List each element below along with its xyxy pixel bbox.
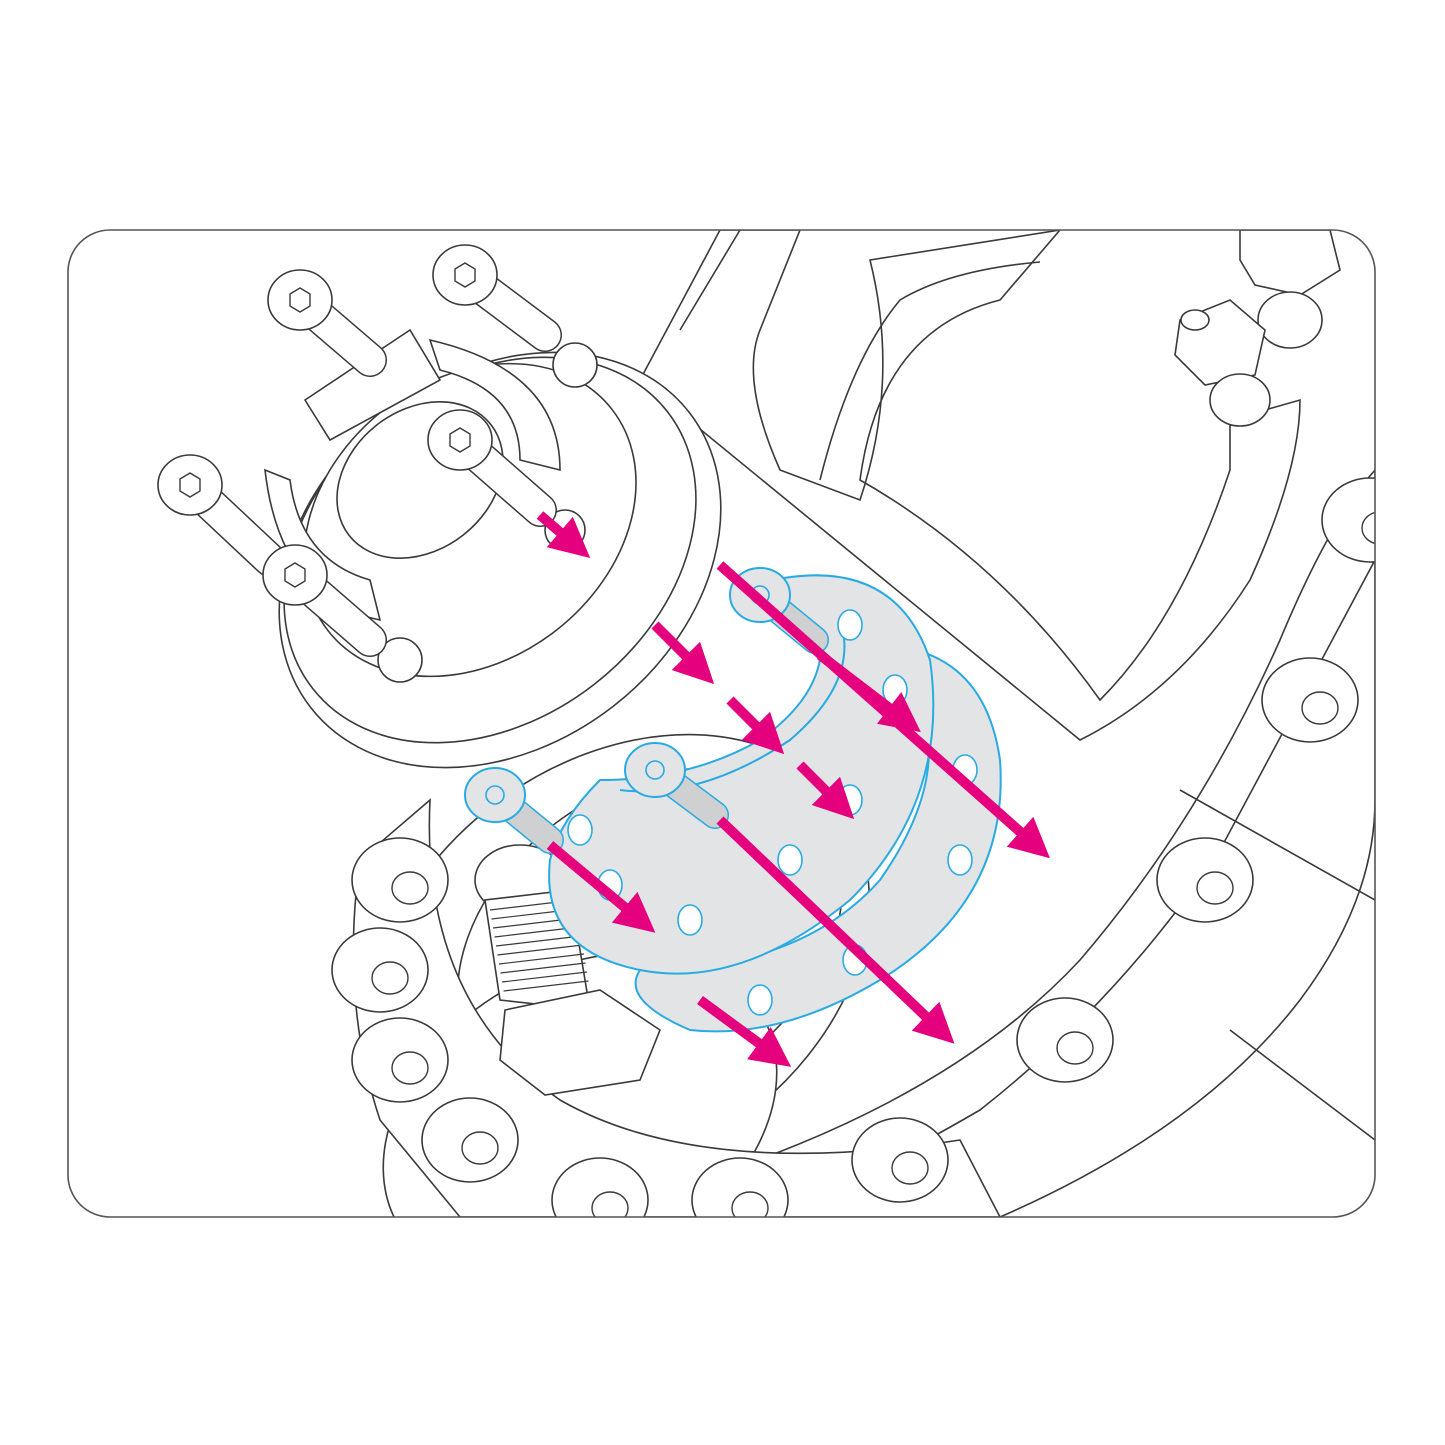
arrow-icon — [536, 511, 591, 559]
rim-hole — [1261, 657, 1359, 743]
ring-hole — [777, 844, 803, 876]
thread-line — [500, 962, 586, 974]
spacer-ring-rear — [634, 643, 1002, 1033]
thread-line — [495, 935, 582, 947]
rim-hole — [351, 837, 449, 923]
rim-hole-inner — [731, 1191, 769, 1217]
assembly-arrows — [536, 511, 1050, 1067]
bolt-icon — [157, 454, 287, 577]
socket-head-bolts — [157, 244, 562, 657]
screw-icon — [624, 742, 729, 829]
threaded-shaft — [474, 844, 661, 1096]
rim-hole — [851, 1117, 949, 1203]
ring-hole — [947, 844, 973, 876]
thread-line — [498, 953, 585, 965]
steering-hub-adapter — [264, 328, 722, 769]
rim-hole-inner — [591, 1191, 629, 1217]
arrow-icon — [796, 761, 855, 820]
ring-hole — [677, 904, 703, 936]
rim-hole-inner — [891, 1151, 929, 1185]
rim-hole — [1321, 477, 1375, 563]
arrow-icon — [726, 696, 785, 755]
hex-nut-icon — [1239, 230, 1341, 296]
thread-line — [503, 980, 589, 992]
ring-hole — [747, 984, 773, 1016]
bolt-icon — [262, 544, 387, 657]
hex-nut-icon — [499, 989, 661, 1096]
bolt-icon — [427, 409, 557, 527]
rim-hole-inner — [371, 961, 409, 995]
arrow-icon — [716, 816, 955, 1044]
rim-hole-inner — [1196, 871, 1234, 905]
ring-hole — [837, 609, 863, 641]
rim-hole-inner — [391, 871, 429, 905]
rim-hole-inner — [461, 1131, 499, 1165]
bolt-icon — [432, 244, 562, 352]
arrow-icon — [816, 651, 921, 733]
ring-hole — [567, 814, 593, 846]
thread-line — [501, 971, 588, 983]
rim-hole — [1016, 997, 1114, 1083]
rim-hole — [551, 1157, 649, 1217]
hex-nut-group — [1174, 230, 1341, 427]
diagram-frame — [67, 229, 1376, 1218]
arrow-icon — [546, 841, 656, 933]
rim-hole — [1156, 837, 1254, 923]
rim-hole — [691, 1157, 789, 1217]
rim-hole-inner — [1056, 1031, 1094, 1065]
rim-hole-inner — [1301, 691, 1339, 725]
rim-holes — [331, 477, 1375, 1217]
rim-hole-inner — [391, 1051, 429, 1085]
thread-line — [497, 944, 583, 956]
bolt-icon — [267, 269, 387, 377]
screw-icon — [464, 767, 564, 854]
rim-hole-inner — [1361, 511, 1375, 545]
arrow-icon — [697, 995, 792, 1067]
rim-hole — [421, 1097, 519, 1183]
arrow-icon — [651, 621, 715, 685]
rim-hole — [331, 927, 429, 1013]
rim-hole — [351, 1017, 449, 1103]
